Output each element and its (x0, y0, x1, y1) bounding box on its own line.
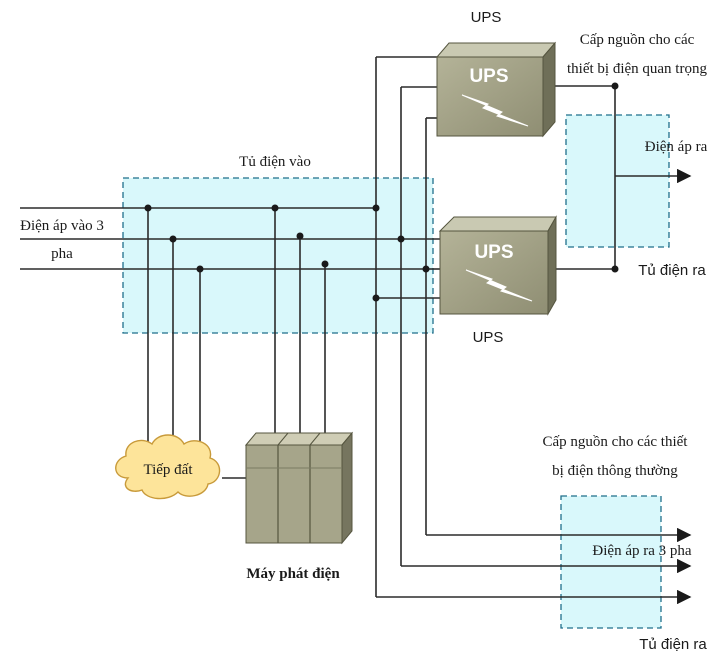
ground-label: Tiếp đất (143, 462, 193, 478)
input-panel-label: Tủ điện vào (239, 154, 311, 170)
lightning-icon (461, 94, 529, 127)
ups-label-box-top: UPS (469, 66, 508, 87)
normal-supply-label-line1: Cấp nguồn cho các thiết (543, 434, 689, 450)
output-panel-critical (565, 114, 670, 248)
generator-feed-lines (274, 208, 326, 440)
lightning-icon (465, 269, 533, 302)
output-panel-top-label: Tủ điện ra (638, 262, 706, 279)
output-voltage-label: Điện áp ra (645, 139, 708, 155)
input-lines (20, 207, 426, 270)
ups-top-label: UPS (471, 9, 502, 26)
ups-bottom-label: UPS (473, 329, 504, 346)
output-voltage-3phase-label: Điện áp ra 3 pha (592, 543, 691, 559)
ground-drop-lines (147, 208, 201, 445)
ups-unit-top: UPS (435, 41, 557, 138)
ups-label-box-bottom: UPS (474, 242, 513, 263)
ground-cloud-icon: Tiếp đất (115, 434, 221, 500)
input-panel (122, 177, 434, 334)
input-voltage-label-line1: Điện áp vào 3 (20, 218, 104, 234)
generator-label: Máy phát điện (246, 566, 340, 582)
output-panel-bottom-label: Tủ điện ra (639, 636, 707, 653)
critical-supply-label-line2: thiết bị điện quan trọng (567, 61, 707, 77)
normal-supply-label-line2: bị điện thông thường (552, 463, 678, 479)
critical-supply-label-line1: Cấp nguồn cho các (580, 32, 695, 48)
generator-icon (244, 431, 354, 545)
output-panel-normal (560, 495, 662, 629)
normal-output-lines (376, 527, 692, 605)
input-voltage-label-line2: pha (51, 246, 73, 262)
ups-input-links (376, 56, 440, 299)
ups-unit-bottom: UPS (438, 215, 557, 316)
distribution-trunks (375, 57, 427, 597)
junction-dots (144, 82, 619, 302)
